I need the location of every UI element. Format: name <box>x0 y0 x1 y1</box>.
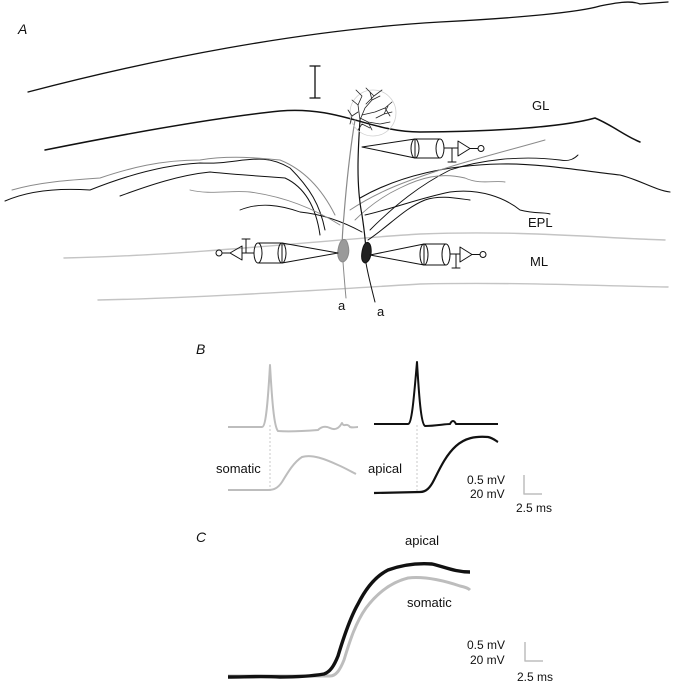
scale-label-c-slow: 20 mV <box>470 653 505 667</box>
axon-label-grey: a <box>338 298 346 313</box>
dendrite-black-5 <box>367 196 471 241</box>
dendrite-black-6 <box>239 204 363 233</box>
dendrite-black-3 <box>359 163 671 199</box>
apical-trunk-black <box>357 119 367 256</box>
panel-c-traces <box>227 562 543 679</box>
trace-label-c-somatic: somatic <box>407 595 452 610</box>
axon-grey <box>342 261 347 299</box>
scale-label-b-slow: 20 mV <box>470 487 505 501</box>
scale-bar-c <box>524 642 543 662</box>
scale-label-b-time: 2.5 ms <box>516 501 553 515</box>
layer-label-gl: GL <box>532 98 550 113</box>
ml-boundary-line <box>97 282 669 301</box>
axon-label-black: a <box>377 304 385 319</box>
electrode-soma-left <box>215 238 339 264</box>
scale-bar-b <box>523 475 542 495</box>
axon-black <box>365 262 376 303</box>
slice-surface-line <box>27 1 669 93</box>
dendrite-grey-1 <box>11 156 336 216</box>
panel-b-traces <box>228 361 542 495</box>
dendrite-black-1 <box>4 158 326 231</box>
trace-b-somatic-slow <box>228 455 357 491</box>
scale-label-c-time: 2.5 ms <box>517 670 554 684</box>
soma-grey <box>337 238 350 263</box>
electrode-soma-right <box>369 243 487 269</box>
trace-c-somatic <box>228 576 472 678</box>
gl-boundary-line <box>44 109 641 151</box>
dendrite-black-4 <box>364 190 551 216</box>
scale-label-b-fast: 0.5 mV <box>467 473 506 487</box>
trace-label-b-apical: apical <box>368 461 402 476</box>
epl-boundary-line <box>63 232 666 259</box>
panel-label-b: B <box>196 341 206 357</box>
dendrite-grey-4 <box>189 189 341 226</box>
layer-label-ml: ML <box>530 254 549 269</box>
dendrite-grey-2 <box>349 139 546 211</box>
panel-label-a: A <box>18 21 28 37</box>
panel-label-c: C <box>196 529 207 545</box>
trace-b-apical-slow <box>373 435 499 495</box>
trace-c-apical <box>227 562 471 679</box>
glomerular-tuft <box>347 87 393 131</box>
dendrite-grey-3 <box>354 175 506 221</box>
trace-label-c-apical: apical <box>405 533 439 548</box>
scale-label-c-fast: 0.5 mV <box>467 638 506 652</box>
apical-trunk-grey <box>341 119 356 254</box>
scale-bar-a <box>309 65 321 99</box>
trace-b-apical-spike <box>374 361 498 427</box>
panel-a-drawing <box>4 1 671 303</box>
trace-label-b-somatic: somatic <box>216 461 261 476</box>
electrode-dendrite <box>361 138 485 163</box>
layer-label-epl: EPL <box>528 215 553 230</box>
dendrite-black-2 <box>119 171 321 236</box>
soma-black <box>361 242 372 264</box>
trace-b-somatic-spike <box>228 364 359 433</box>
dendrite-black-7 <box>369 154 579 231</box>
